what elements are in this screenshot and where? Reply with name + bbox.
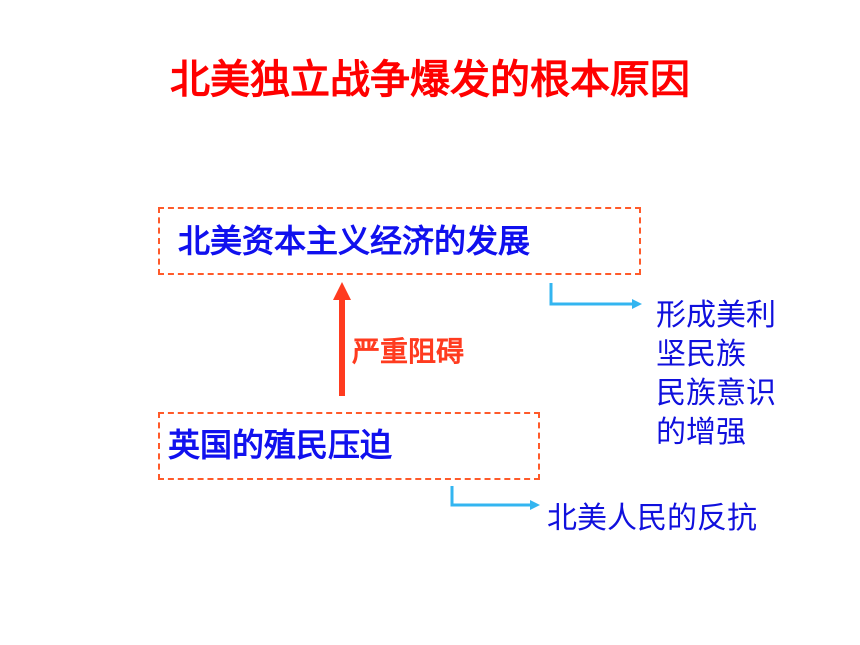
result-line: 的增强: [656, 415, 746, 450]
cause-label-british-oppression: 英国的殖民压迫: [168, 426, 393, 464]
cause-label-capitalist-development: 北美资本主义经济的发展: [178, 222, 531, 260]
result-line: 坚民族: [656, 337, 746, 372]
page-title: 北美独立战争爆发的根本原因: [170, 57, 690, 103]
cause-box-british-oppression: 英国的殖民压迫: [158, 412, 540, 480]
cause-box-capitalist-development: 北美资本主义经济的发展: [158, 207, 641, 275]
connector-to-national-consciousness: [549, 283, 642, 309]
connector-to-resistance: [450, 486, 540, 510]
result-national-consciousness: 形成美利 坚民族 民族意识 的增强: [656, 296, 776, 452]
result-resistance: 北美人民的反抗: [547, 501, 757, 536]
arrow-label-hinder: 严重阻碍: [352, 335, 465, 368]
result-line: 形成美利: [656, 298, 776, 333]
hinder-arrow: [333, 282, 351, 396]
result-line: 民族意识: [656, 376, 776, 411]
